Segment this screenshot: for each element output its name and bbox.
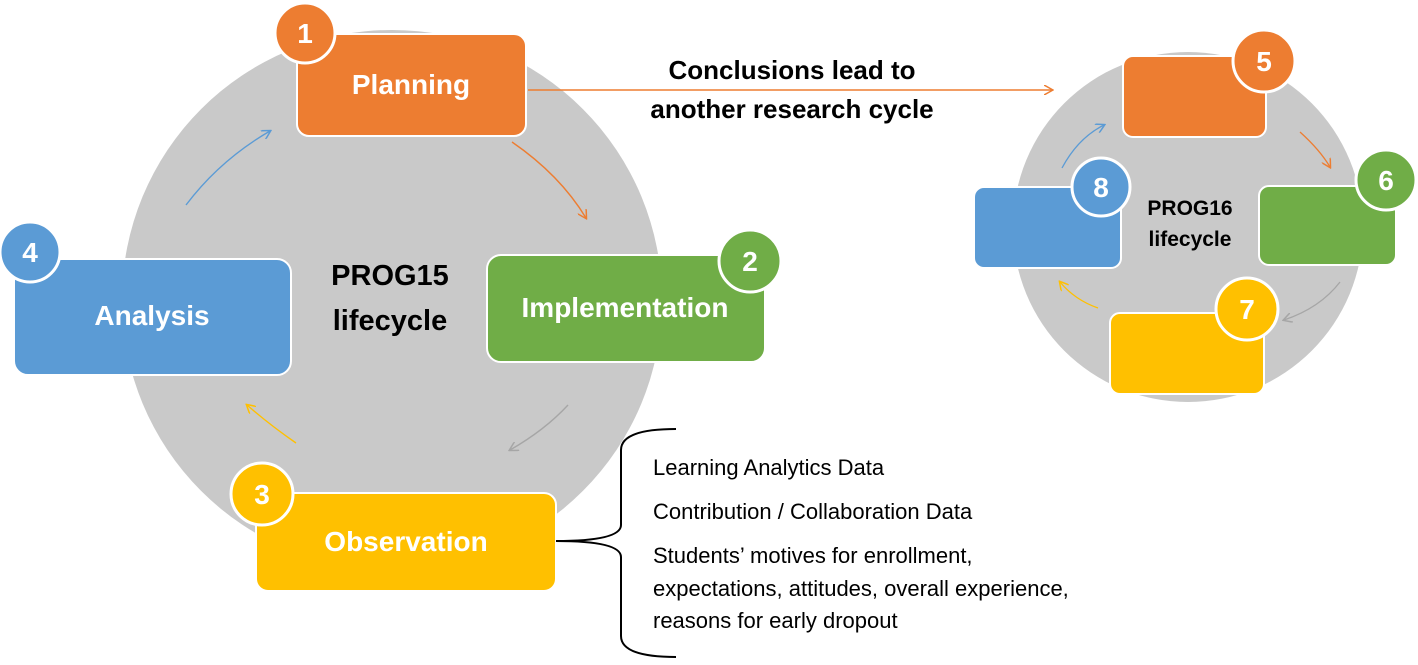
cycle2-arrow-7-to-8 <box>1060 282 1099 309</box>
stage-3-badge <box>229 461 295 527</box>
stage-7-number: 7 <box>1239 294 1255 325</box>
analysis-label: Analysis <box>94 300 209 331</box>
stage-2-number: 2 <box>742 246 758 277</box>
observation-data-item-3-line3: reasons for early dropout <box>653 608 898 633</box>
observation-label: Observation <box>324 526 487 557</box>
transition-text-line1: Conclusions lead to <box>668 55 915 85</box>
observation-data-item-3-line1: Students’ motives for enrollment, <box>653 543 973 568</box>
implementation-box <box>486 254 766 363</box>
stage-5-box <box>1122 55 1267 138</box>
observation-data-item-2: Contribution / Collaboration Data <box>653 499 973 524</box>
planning-label: Planning <box>352 69 470 100</box>
stage-1-badge <box>273 1 337 65</box>
transition-text-line2: another research cycle <box>650 94 933 124</box>
cycle1-center-label-line2: lifecycle <box>333 305 447 337</box>
stage-1-number: 1 <box>297 18 313 49</box>
cycle1-arrow-planning-to-implementation <box>511 141 586 218</box>
observation-data-item-3-line2: expectations, attitudes, overall experie… <box>653 576 1069 601</box>
cycle1-background-circle <box>122 30 662 570</box>
stage-5-badge <box>1231 28 1297 94</box>
cycle2-arrow-8-to-5 <box>1061 125 1104 169</box>
analysis-box <box>13 258 292 376</box>
cycle2-arrow-5-to-6 <box>1299 131 1330 167</box>
stage-8-number: 8 <box>1093 172 1109 203</box>
cycle1-center-label-line1: PROG15 <box>331 260 449 292</box>
cycle2-center-label-line1: PROG16 <box>1147 197 1232 220</box>
cycle2-center-label-line2: lifecycle <box>1149 228 1232 251</box>
stage-2-badge <box>717 228 783 294</box>
cycle1-arrow-observation-to-analysis <box>247 405 297 444</box>
stage-8-badge <box>1070 156 1132 218</box>
cycle1-arrow-implementation-to-observation <box>510 404 569 450</box>
stage-7-badge <box>1214 276 1280 342</box>
cycle2-arrow-6-to-7 <box>1284 281 1341 320</box>
observation-brace <box>555 428 677 658</box>
stage-5-number: 5 <box>1256 46 1272 77</box>
stage-4-number: 4 <box>22 237 38 268</box>
stage-6-number: 6 <box>1378 165 1394 196</box>
cycle1-arrow-analysis-to-planning <box>185 131 270 206</box>
planning-box <box>296 33 527 137</box>
observation-data-item-1: Learning Analytics Data <box>653 455 885 480</box>
stage-6-box <box>1258 185 1397 266</box>
stage-6-badge <box>1354 148 1418 212</box>
implementation-label: Implementation <box>522 292 729 323</box>
stage-4-badge <box>0 220 62 284</box>
stage-3-number: 3 <box>254 479 270 510</box>
